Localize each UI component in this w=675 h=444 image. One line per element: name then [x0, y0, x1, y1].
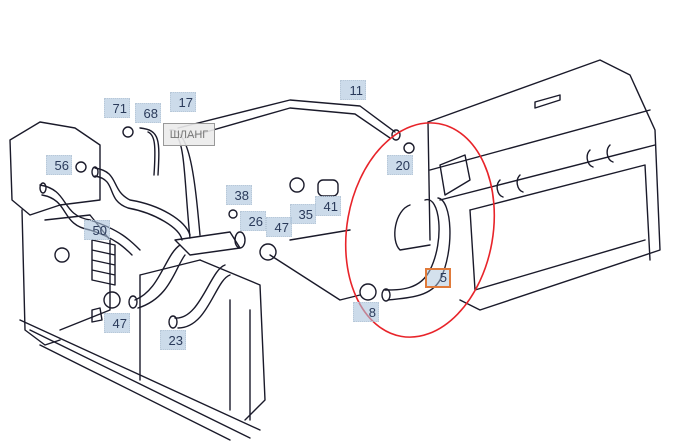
part-tooltip: ШЛАНГ	[163, 123, 215, 146]
part-label-47[interactable]: 47	[266, 217, 292, 237]
part-label-26[interactable]: 26	[240, 211, 266, 231]
pipe-11-drawing	[177, 99, 401, 141]
part-label-5-selected[interactable]: 5	[425, 268, 451, 288]
part-label-35[interactable]: 35	[290, 204, 316, 224]
part-label-8[interactable]: 8	[353, 302, 379, 322]
leader-lines	[269, 229, 361, 301]
part-label-20[interactable]: 20	[387, 155, 413, 175]
part-label-38[interactable]: 38	[226, 185, 252, 205]
part-label-50[interactable]: 50	[84, 220, 110, 240]
part-label-68[interactable]: 68	[135, 103, 161, 123]
highlight-circle	[344, 122, 496, 338]
part-label-71[interactable]: 71	[104, 98, 130, 118]
part-label-11[interactable]: 11	[340, 80, 366, 100]
part-label-17[interactable]: 17	[170, 92, 196, 112]
part-label-47-lower[interactable]: 47	[104, 313, 130, 333]
part-label-23[interactable]: 23	[160, 330, 186, 350]
clamps-drawing	[75, 126, 415, 309]
part-label-41[interactable]: 41	[315, 196, 341, 216]
part-label-56[interactable]: 56	[46, 155, 72, 175]
expansion-tank-drawing	[9, 121, 116, 346]
radiator-drawing	[19, 259, 266, 441]
hoses-drawing	[39, 127, 246, 329]
